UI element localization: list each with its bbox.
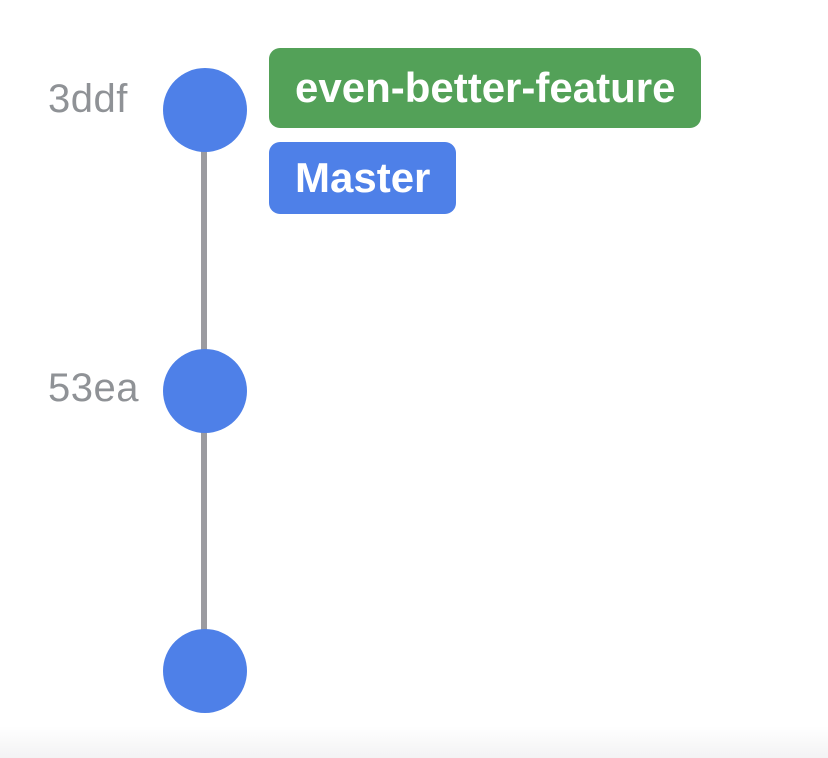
commit-hash-label: 3ddf: [48, 77, 128, 121]
bottom-edge-fade: [0, 726, 828, 758]
commit-node[interactable]: [163, 629, 247, 713]
commit-hash-label: 53ea: [48, 366, 139, 410]
commit-node[interactable]: [163, 68, 247, 152]
commit-node[interactable]: [163, 349, 247, 433]
branch-badge-master[interactable]: Master: [269, 142, 457, 214]
branch-badge-even-better-feature[interactable]: even-better-feature: [269, 48, 702, 128]
